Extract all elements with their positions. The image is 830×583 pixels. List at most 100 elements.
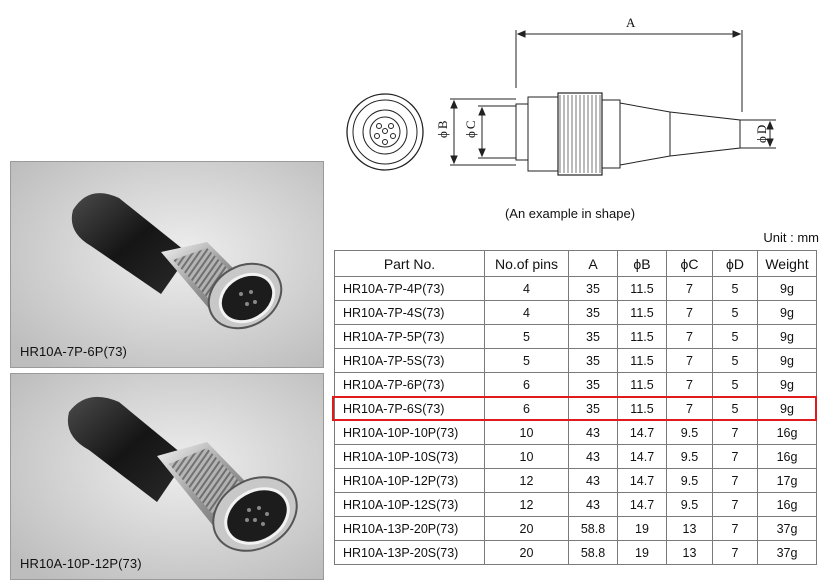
connector-side-view xyxy=(515,92,741,176)
cell-weight: 37g xyxy=(757,516,817,541)
cell-weight: 9g xyxy=(757,276,817,301)
cell-pins: 4 xyxy=(484,300,569,325)
cell-a: 35 xyxy=(568,276,618,301)
cell-weight: 17g xyxy=(757,468,817,493)
cell-c: 13 xyxy=(666,540,713,565)
cell-pins: 20 xyxy=(484,516,569,541)
cell-weight: 9g xyxy=(757,324,817,349)
product-photo-7p: HR10A-7P-6P(73) xyxy=(10,161,324,368)
cell-part-no: HR10A-10P-12P(73) xyxy=(334,468,485,493)
cell-weight: 16g xyxy=(757,420,817,445)
cell-a: 35 xyxy=(568,396,618,421)
cell-part-no: HR10A-13P-20P(73) xyxy=(334,516,485,541)
connector-front-view xyxy=(346,93,424,171)
connector-photo-image xyxy=(11,162,323,367)
dimension-c-label: ϕC xyxy=(463,120,478,138)
cell-weight: 16g xyxy=(757,444,817,469)
connector-photo-image xyxy=(11,374,323,579)
cell-c: 7 xyxy=(666,348,713,373)
cell-c: 7 xyxy=(666,276,713,301)
cell-part-no: HR10A-7P-6S(73) xyxy=(334,396,485,421)
cell-b: 19 xyxy=(617,540,667,565)
cell-part-no: HR10A-7P-4S(73) xyxy=(334,300,485,325)
cell-b: 11.5 xyxy=(617,372,667,397)
cell-c: 7 xyxy=(666,300,713,325)
cell-b: 11.5 xyxy=(617,300,667,325)
cell-d: 5 xyxy=(712,348,758,373)
cell-b: 14.7 xyxy=(617,468,667,493)
cell-part-no: HR10A-13P-20S(73) xyxy=(334,540,485,565)
cell-part-no: HR10A-10P-12S(73) xyxy=(334,492,485,517)
cell-part-no: HR10A-7P-5S(73) xyxy=(334,348,485,373)
cell-part-no: HR10A-7P-6P(73) xyxy=(334,372,485,397)
cell-d: 7 xyxy=(712,420,758,445)
header-b: ϕB xyxy=(617,250,667,277)
cell-c: 9.5 xyxy=(666,492,713,517)
cell-c: 7 xyxy=(666,396,713,421)
cell-d: 5 xyxy=(712,276,758,301)
cell-pins: 20 xyxy=(484,540,569,565)
cell-c: 9.5 xyxy=(666,420,713,445)
cell-d: 5 xyxy=(712,396,758,421)
cell-weight: 9g xyxy=(757,300,817,325)
header-weight: Weight xyxy=(757,250,817,277)
cell-a: 35 xyxy=(568,348,618,373)
cell-c: 7 xyxy=(666,372,713,397)
header-part-no: Part No. xyxy=(334,250,485,277)
cell-a: 58.8 xyxy=(568,516,618,541)
cell-pins: 10 xyxy=(484,420,569,445)
cell-a: 43 xyxy=(568,468,618,493)
cell-c: 13 xyxy=(666,516,713,541)
cell-d: 7 xyxy=(712,516,758,541)
cell-a: 35 xyxy=(568,372,618,397)
dimension-b-label: ϕB xyxy=(435,120,450,138)
cell-weight: 9g xyxy=(757,348,817,373)
cell-a: 35 xyxy=(568,300,618,325)
cell-b: 19 xyxy=(617,516,667,541)
header-pins: No.of pins xyxy=(484,250,569,277)
header-a: A xyxy=(568,250,618,277)
photo-caption: HR10A-7P-6P(73) xyxy=(20,344,127,359)
cell-b: 11.5 xyxy=(617,396,667,421)
cell-pins: 4 xyxy=(484,276,569,301)
cell-b: 14.7 xyxy=(617,492,667,517)
dimension-drawing: A ϕB ϕC ϕD xyxy=(346,15,776,176)
cell-pins: 6 xyxy=(484,372,569,397)
header-c: ϕC xyxy=(666,250,713,277)
cell-pins: 12 xyxy=(484,492,569,517)
cell-d: 5 xyxy=(712,372,758,397)
cell-d: 7 xyxy=(712,444,758,469)
cell-part-no: HR10A-10P-10P(73) xyxy=(334,420,485,445)
cell-part-no: HR10A-7P-5P(73) xyxy=(334,324,485,349)
cell-a: 43 xyxy=(568,444,618,469)
cell-b: 14.7 xyxy=(617,444,667,469)
cell-b: 11.5 xyxy=(617,324,667,349)
cell-pins: 10 xyxy=(484,444,569,469)
cell-a: 43 xyxy=(568,492,618,517)
cell-part-no: HR10A-10P-10S(73) xyxy=(334,444,485,469)
unit-label: Unit : mm xyxy=(763,230,819,245)
cell-d: 7 xyxy=(712,492,758,517)
cell-weight: 37g xyxy=(757,540,817,565)
cell-pins: 5 xyxy=(484,348,569,373)
cell-weight: 9g xyxy=(757,396,817,421)
cell-d: 7 xyxy=(712,540,758,565)
table-header-row: Part No. No.of pins A ϕB ϕC ϕD Weight xyxy=(334,250,817,277)
cell-a: 58.8 xyxy=(568,540,618,565)
drawing-caption: (An example in shape) xyxy=(504,206,636,221)
cell-weight: 16g xyxy=(757,492,817,517)
cell-b: 14.7 xyxy=(617,420,667,445)
dimension-d-label: ϕD xyxy=(754,125,769,143)
cell-weight: 9g xyxy=(757,372,817,397)
cell-b: 11.5 xyxy=(617,348,667,373)
